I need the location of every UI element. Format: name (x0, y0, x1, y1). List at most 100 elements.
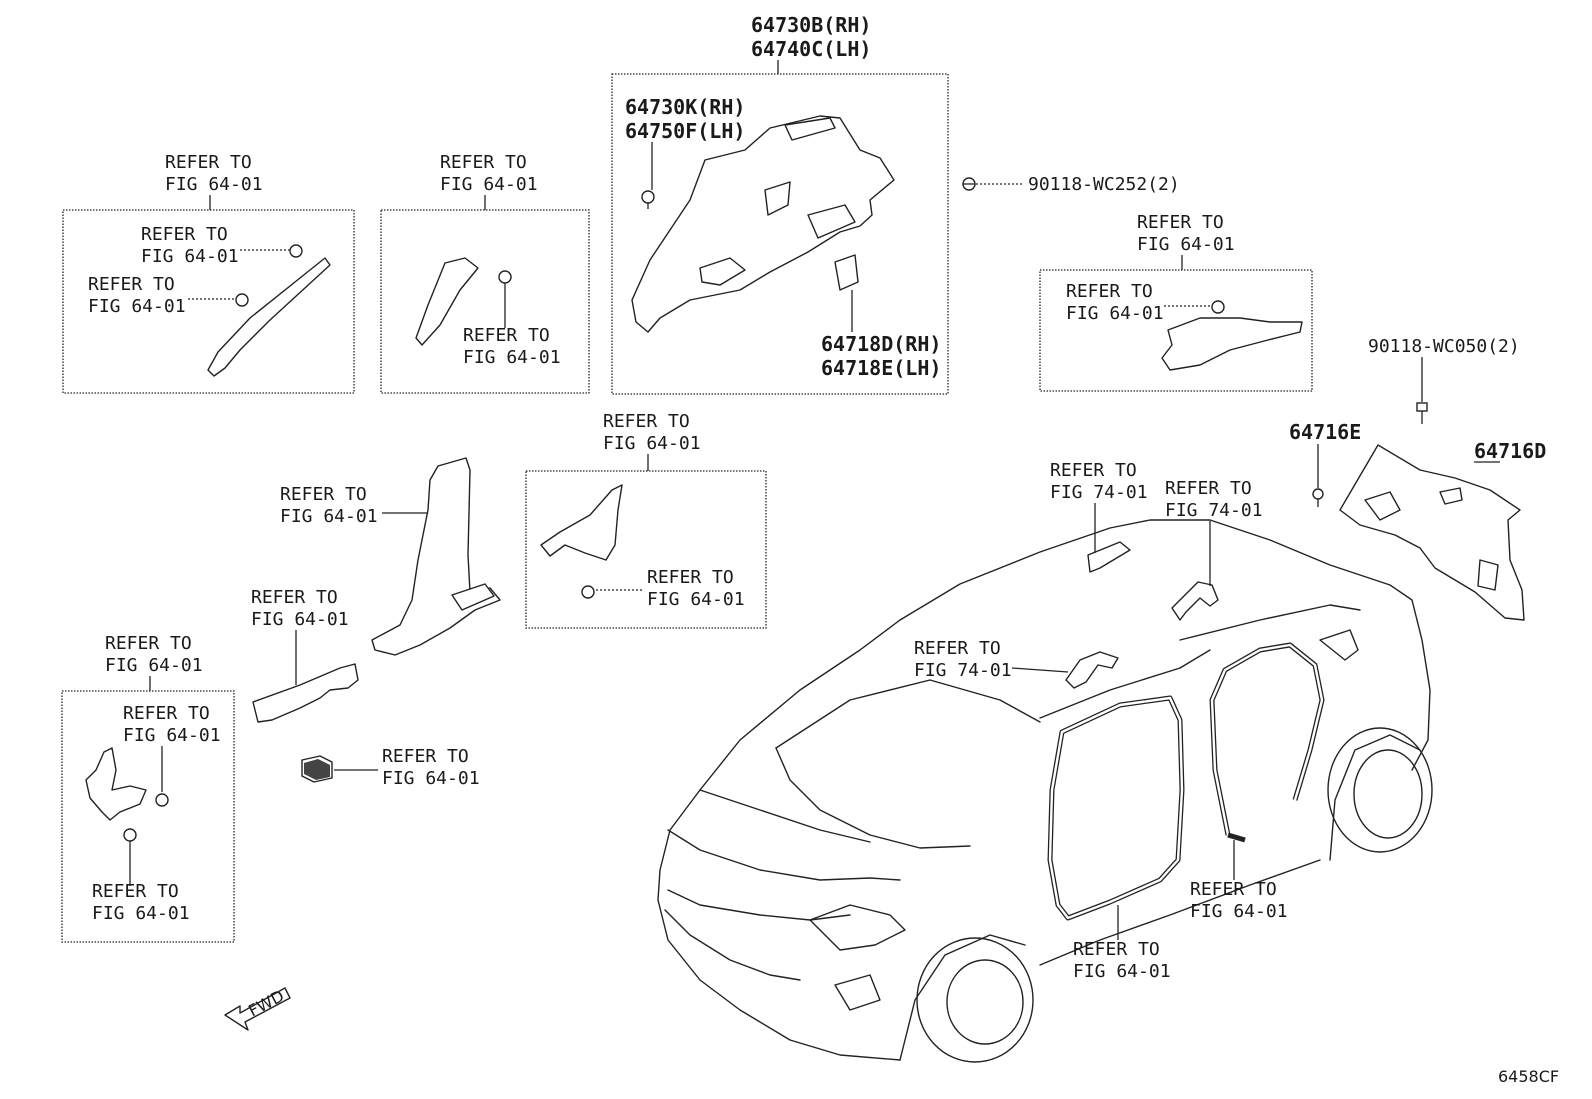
figure-reference[interactable]: FIG 64-01 (251, 609, 349, 630)
fwd-arrow-icon: FWD (224, 986, 291, 1031)
group-center-pillar: REFER TO FIG 64-01 (280, 457, 501, 656)
fwd-label: FWD (245, 986, 287, 1020)
kick-panel-trim (85, 747, 147, 821)
figure-reference[interactable]: FIG 64-01 (92, 903, 190, 924)
luggage-side-trim (1339, 444, 1525, 621)
group-center-pillar-upper: REFER TO FIG 64-01 REFER TO FIG 64-01 (380, 152, 590, 394)
group-front-pillar: REFER TO FIG 64-01 REFER TO FIG 64-01 RE… (62, 152, 355, 394)
figure-reference[interactable]: FIG 64-01 (1137, 234, 1235, 255)
refer-label: REFER TO (1066, 281, 1153, 302)
part-number-64716d[interactable]: 64716D (1474, 439, 1546, 463)
refer-label: REFER TO (440, 152, 527, 173)
refer-label: REFER TO (141, 224, 228, 245)
refer-label: REFER TO (251, 587, 338, 608)
refer-label: REFER TO (914, 638, 1001, 659)
figure-reference[interactable]: FIG 64-01 (280, 506, 378, 527)
cowl-side-trim (540, 484, 623, 561)
figure-reference[interactable]: FIG 64-01 (88, 296, 186, 317)
refer-label: REFER TO (647, 567, 734, 588)
figure-reference[interactable]: FIG 64-01 (165, 174, 263, 195)
refer-label: REFER TO (1073, 939, 1160, 960)
assist-grip-1 (1087, 541, 1131, 573)
screw-icon (962, 177, 976, 191)
refer-label: REFER TO (88, 274, 175, 295)
figure-reference[interactable]: FIG 64-01 (105, 655, 203, 676)
front-pillar-box (62, 209, 355, 394)
kick-panel-box (61, 690, 235, 943)
clip-icon (1312, 488, 1324, 507)
cowl-trim-box (525, 470, 767, 629)
refer-label: REFER TO (1165, 478, 1252, 499)
refer-label: REFER TO (603, 411, 690, 432)
clip-icon (581, 585, 595, 599)
refer-label: REFER TO (1137, 212, 1224, 233)
refer-label: REFER TO (1050, 460, 1137, 481)
clip-icon (498, 270, 512, 284)
part-number-64730b[interactable]: 64730B(RH) (751, 13, 871, 37)
group-kick-panel: REFER TO FIG 64-01 REFER TO FIG 64-01 RE… (61, 633, 235, 943)
vehicle-outline (657, 519, 1433, 1063)
clip-icon (641, 190, 655, 209)
part-number-64716e[interactable]: 64716E (1289, 420, 1361, 444)
group-back-trim: REFER TO FIG 64-01 REFER TO FIG 64-01 (1039, 212, 1313, 392)
center-pillar-garnish-upper (415, 257, 479, 346)
clip-icon (235, 293, 249, 307)
back-trim-part (1161, 317, 1303, 371)
group-rocker: REFER TO FIG 64-01 (251, 587, 359, 723)
figure-reference[interactable]: FIG 74-01 (914, 660, 1012, 681)
figure-reference[interactable]: FIG 64-01 (1190, 901, 1288, 922)
figure-reference[interactable]: FIG 64-01 (1066, 303, 1164, 324)
scuff-plate (252, 663, 359, 723)
group-quarter-trim: 64730B(RH) 64740C(LH) 64730K(RH) 64750F(… (611, 13, 949, 395)
assist-grip-2 (1171, 581, 1219, 621)
diagram-code: 6458CF (1498, 1067, 1559, 1086)
figure-reference[interactable]: FIG 64-01 (647, 589, 745, 610)
group-grip-refs: REFER TO FIG 74-01 REFER TO FIG 74-01 RE… (914, 460, 1288, 982)
group-clip-block: REFER TO FIG 64-01 (301, 746, 480, 789)
cover-64718 (834, 254, 859, 291)
part-number-90118-wc252[interactable]: 90118-WC252(2) (1028, 174, 1180, 195)
door-weatherstrip-rear (1209, 642, 1325, 843)
figure-reference[interactable]: FIG 64-01 (440, 174, 538, 195)
figure-reference[interactable]: FIG 64-01 (382, 768, 480, 789)
refer-label: REFER TO (165, 152, 252, 173)
front-pillar-garnish (207, 257, 331, 377)
part-number-64718e[interactable]: 64718E(LH) (821, 356, 941, 380)
quarter-trim-box (611, 73, 949, 395)
fastener-block-icon (301, 755, 333, 783)
figure-reference[interactable]: FIG 64-01 (123, 725, 221, 746)
figure-reference[interactable]: FIG 64-01 (463, 347, 561, 368)
refer-label: REFER TO (92, 881, 179, 902)
assist-grip-3 (1065, 651, 1119, 689)
clip-icon (1211, 300, 1225, 314)
refer-label: REFER TO (463, 325, 550, 346)
part-number-64740c[interactable]: 64740C(LH) (751, 37, 871, 61)
figure-reference[interactable]: FIG 64-01 (1073, 961, 1171, 982)
group-luggage-trim: 90118-WC050(2) 64716E 64716D (1289, 336, 1546, 621)
refer-label: REFER TO (123, 703, 210, 724)
quarter-trim-panel (631, 115, 895, 333)
part-number-64730k[interactable]: 64730K(RH) (625, 95, 745, 119)
clip-icon (289, 244, 303, 258)
center-pillar-box (380, 209, 590, 394)
part-number-64718d[interactable]: 64718D(RH) (821, 332, 941, 356)
refer-label: REFER TO (280, 484, 367, 505)
door-weatherstrip-front (1047, 695, 1185, 921)
refer-label: REFER TO (1190, 879, 1277, 900)
refer-label: REFER TO (105, 633, 192, 654)
group-screw-wc252: 90118-WC252(2) (962, 174, 1180, 195)
figure-reference[interactable]: FIG 74-01 (1050, 482, 1148, 503)
group-cowl-trim: REFER TO FIG 64-01 REFER TO FIG 64-01 (525, 411, 767, 629)
part-number-90118-wc050[interactable]: 90118-WC050(2) (1368, 336, 1520, 357)
clip-icon (155, 793, 169, 807)
center-pillar-garnish (371, 457, 501, 656)
figure-reference[interactable]: FIG 64-01 (141, 246, 239, 267)
clip-icon (123, 828, 137, 842)
refer-label: REFER TO (382, 746, 469, 767)
part-number-64750f[interactable]: 64750F(LH) (625, 119, 745, 143)
figure-reference[interactable]: FIG 64-01 (603, 433, 701, 454)
back-trim-box (1039, 269, 1313, 392)
screw-icon (1416, 402, 1428, 424)
figure-reference[interactable]: FIG 74-01 (1165, 500, 1263, 521)
